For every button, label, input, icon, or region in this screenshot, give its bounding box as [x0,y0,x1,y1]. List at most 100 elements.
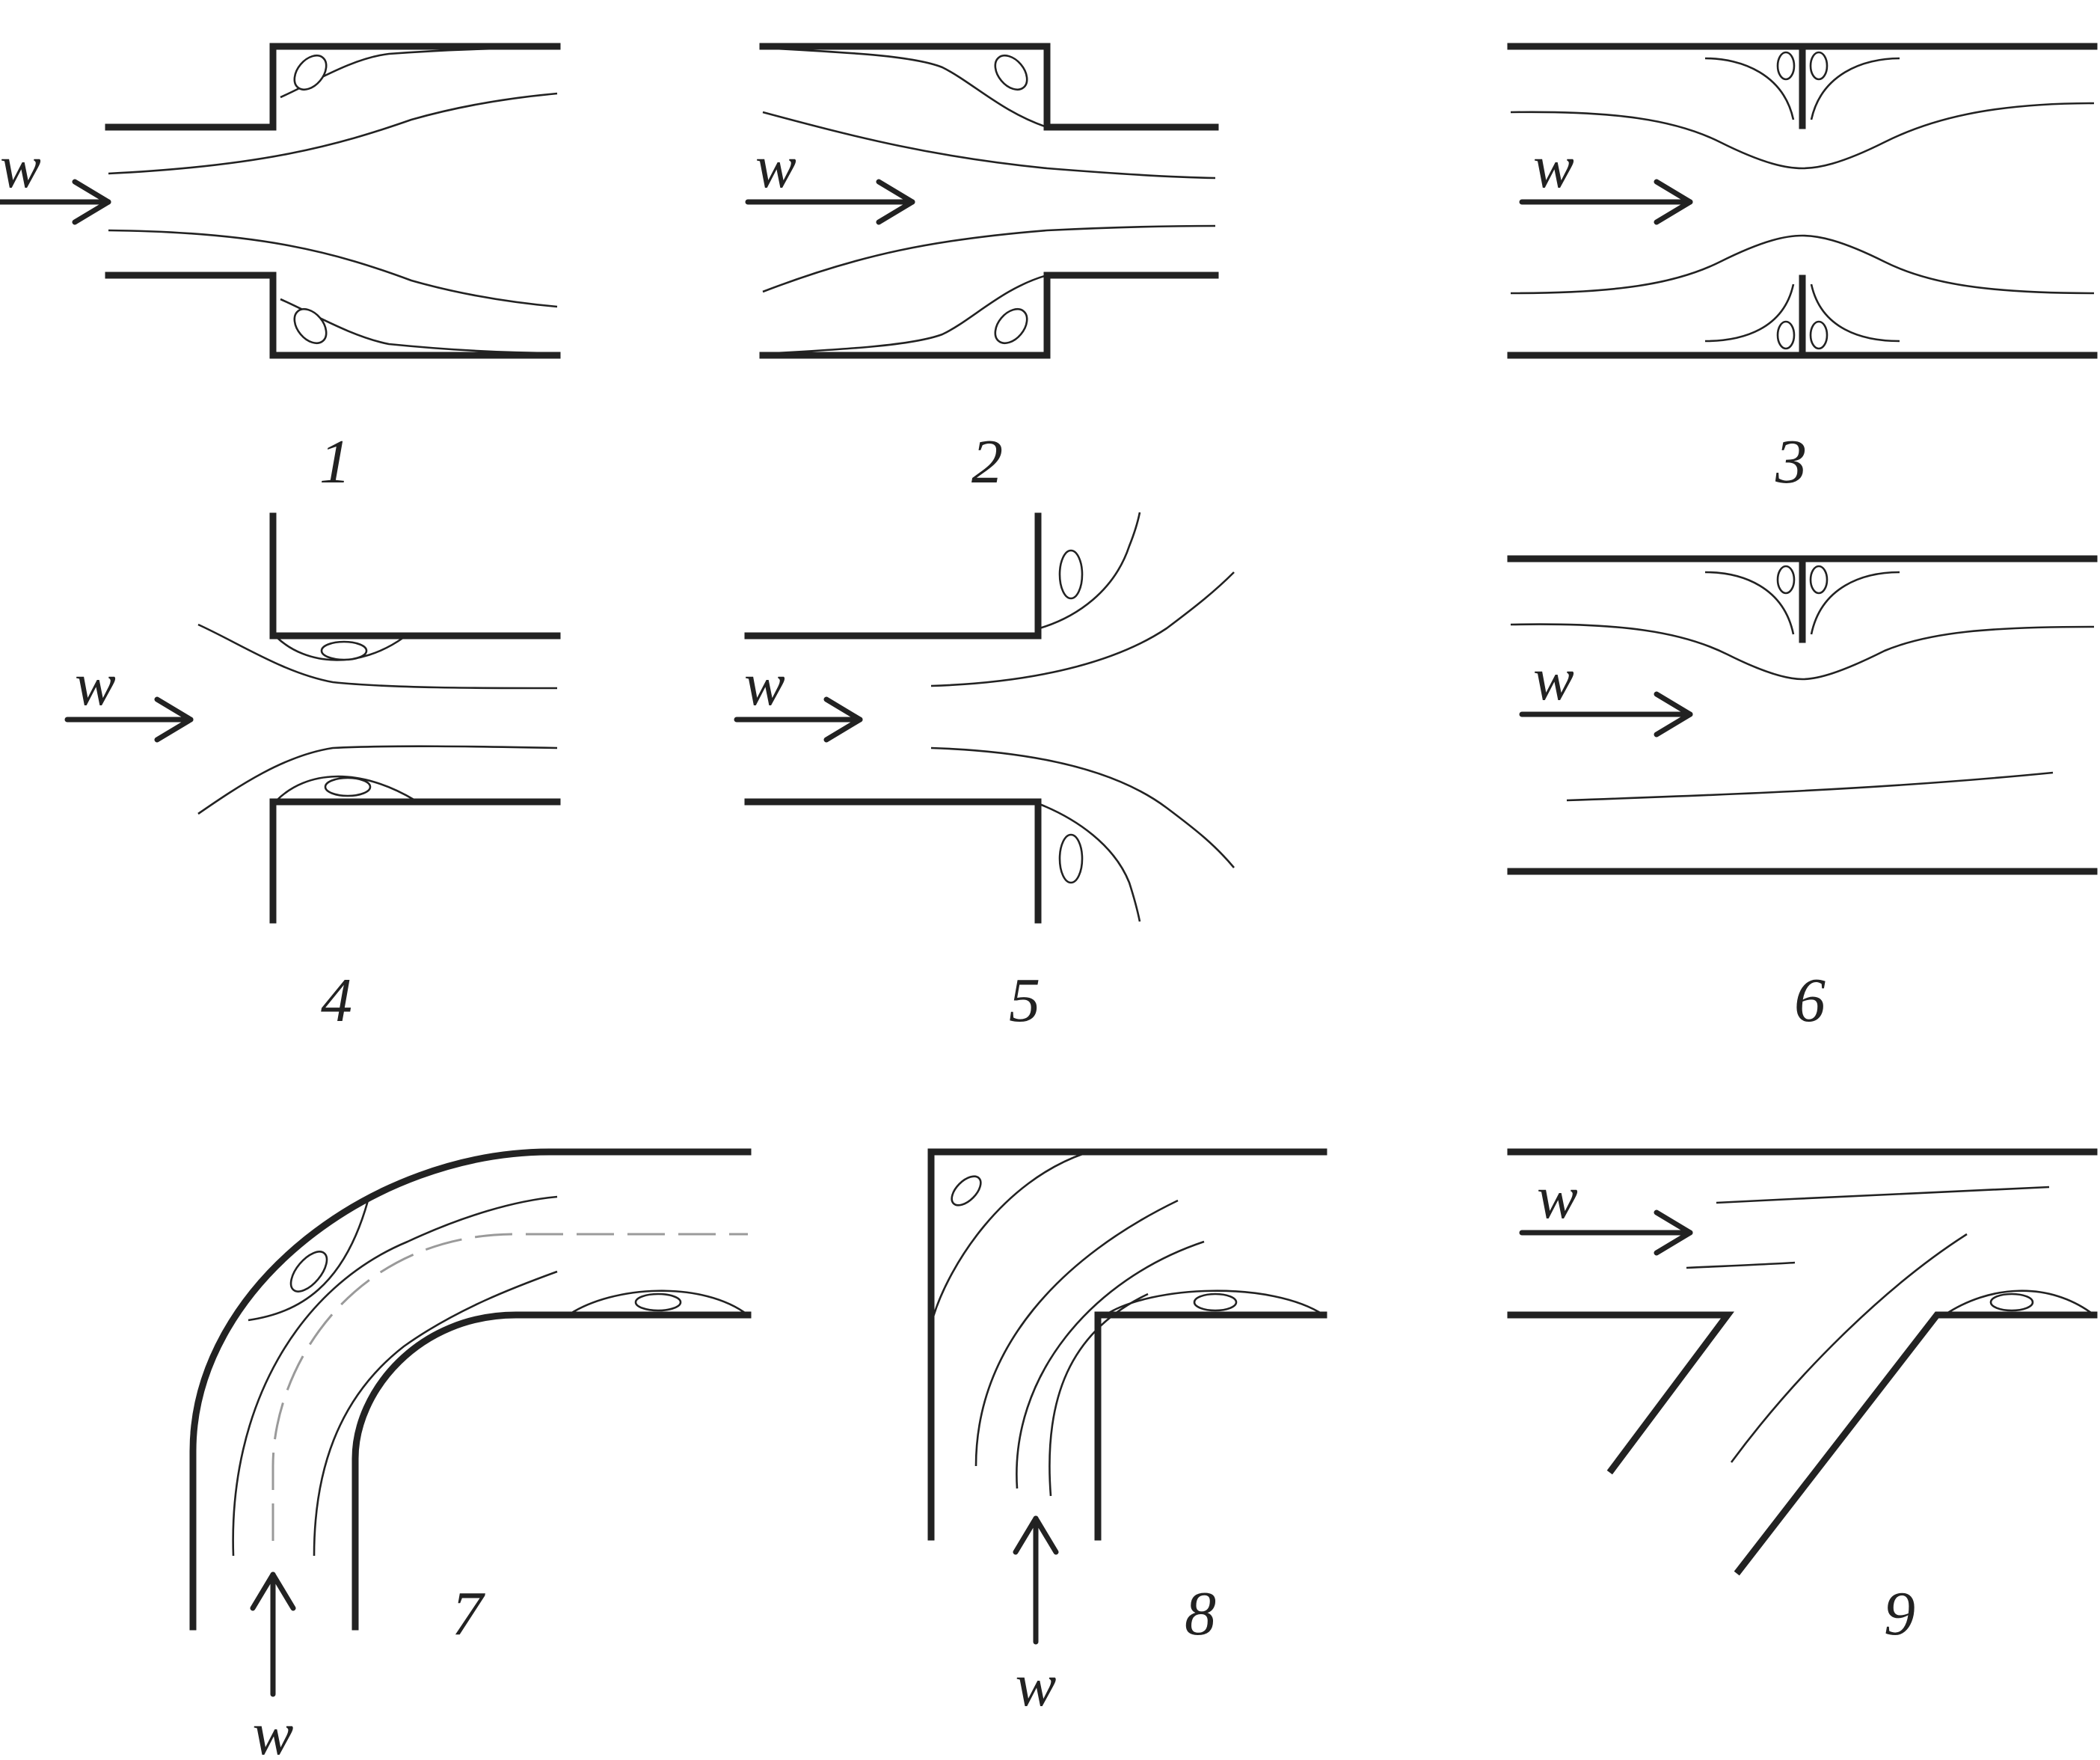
panel-9-flow-arrowhead [1654,1209,1693,1256]
panel-4-streamline [197,745,558,815]
panel-3: w 3 [1507,43,2098,497]
panel-5-eddy [1058,833,1084,884]
panel-8-streamline [974,1199,1179,1467]
panel-8-inner-wall [1094,1311,1327,1541]
panel-9: w 9 [1507,1148,2098,1649]
panel-5-bottom-wall [744,798,1042,924]
panel-5-number: 5 [1009,966,1040,1035]
panel-2: w 2 [745,43,1219,497]
panel-9-right-wall [1734,1311,2098,1576]
panel-1-bottom-wall [105,272,561,359]
panel-3-number: 3 [1775,427,1807,497]
panel-2-streamline [762,111,1216,180]
panel-8-separation-line [1105,1290,1324,1316]
panel-8-eddy [951,1175,982,1206]
panel-3-separation-line [1704,57,1795,120]
panel-4-top-wall [269,512,561,640]
panel-4-streamline [197,623,558,690]
panel-1-eddy [293,307,328,345]
panel-3-eddy [1776,51,1796,81]
panel-4-eddy [324,776,372,797]
panel-9-separation-line [1944,1290,2095,1316]
panel-9-velocity-label: w [1537,1163,1578,1231]
panel-2-streamline [762,224,1216,293]
panel-4-velocity-label: w [75,650,116,718]
panel-5-separation-line [1039,803,1141,922]
panel-4-number: 4 [321,966,352,1035]
panel-3-eddy [1809,51,1829,81]
panel-3-separation-line [1810,57,1900,120]
panel-7-streamline [313,1270,558,1557]
panel-3-velocity-label: w [1533,132,1574,200]
panel-6-separation-line [1810,571,1900,635]
panel-7-outer-wall [189,1148,752,1631]
panel-7-flow-arrowhead [250,1572,296,1611]
panel-6-flow-arrowhead [1654,691,1693,738]
panel-5-velocity-label: w [744,650,785,718]
panel-2-eddy [994,307,1028,345]
panel-7-separation-line [248,1200,369,1322]
panel-6-velocity-label: w [1533,645,1574,713]
panel-2-top-wall [759,43,1219,131]
panel-7-streamline [232,1195,558,1557]
panel-5-top-wall [744,512,1042,640]
panel-9-streamline [1686,1261,1796,1269]
panel-3-separation-line [1810,283,1900,343]
panel-1-top-wall [105,43,561,131]
panel-7-centerline [271,1233,748,1541]
panel-4-bottom-wall [269,798,561,924]
panel-9-streamline [1716,1186,2050,1204]
panel-8-separation-line [932,1152,1085,1317]
panel-9-eddy [1989,1293,2034,1312]
panel-8-velocity-label: w [1016,1651,1057,1719]
panel-6: w 6 [1507,555,2098,1035]
panel-6-streamline [1510,623,2095,681]
panel-4-eddy [320,640,368,661]
panel-5-separation-line [1039,512,1141,630]
panel-5-streamline [930,571,1235,687]
panel-8: w 8 [927,1148,1327,1719]
panel-3-eddy [1776,320,1796,350]
panel-4-flow-arrowhead [154,696,194,743]
panel-2-flow-arrowhead [876,179,915,225]
panel-4: w 4 [64,512,561,1035]
panel-8-number: 8 [1185,1579,1216,1649]
panel-1-streamline [108,229,558,308]
panel-6-eddy [1776,565,1796,595]
panel-7-eddy [289,1251,328,1293]
panel-8-streamline [1016,1240,1205,1489]
panel-8-eddy [1193,1293,1238,1312]
panel-8-outer-wall [927,1148,1327,1541]
panel-5-streamline [930,746,1235,868]
panel-7-separation-line [568,1290,749,1316]
panel-1-eddy [293,54,328,91]
panel-1-number: 1 [319,427,351,497]
panel-3-eddy [1809,320,1829,350]
panel-3-streamline [1510,102,2095,170]
panel-5-flow-arrowhead [823,696,863,743]
panel-7-eddy [634,1293,682,1312]
panel-1-flow-arrowhead [72,179,111,225]
panel-1-velocity-label: w [0,132,41,200]
panel-2-number: 2 [971,427,1003,497]
panel-2-bottom-wall [759,272,1219,359]
panel-1: w 1 [0,43,561,497]
panel-2-velocity-label: w [755,132,796,200]
panel-2-separation-line [762,46,1048,129]
panel-2-separation-line [762,274,1048,355]
panel-9-streamline [1730,1233,1968,1463]
panel-3-streamline [1510,234,2095,295]
panel-6-separation-line [1704,571,1795,635]
panel-7-velocity-label: w [253,1699,294,1760]
panel-3-separation-line [1704,283,1795,343]
panel-8-streamline [1049,1293,1149,1497]
panel-9-number: 9 [1884,1579,1915,1649]
panel-3-flow-arrowhead [1654,179,1693,225]
panel-5-eddy [1058,549,1084,600]
panel-6-eddy [1809,565,1829,595]
panel-7: w 7 [189,1148,752,1760]
panel-6-streamline [1566,771,2054,802]
panel-1-streamline [108,92,558,175]
